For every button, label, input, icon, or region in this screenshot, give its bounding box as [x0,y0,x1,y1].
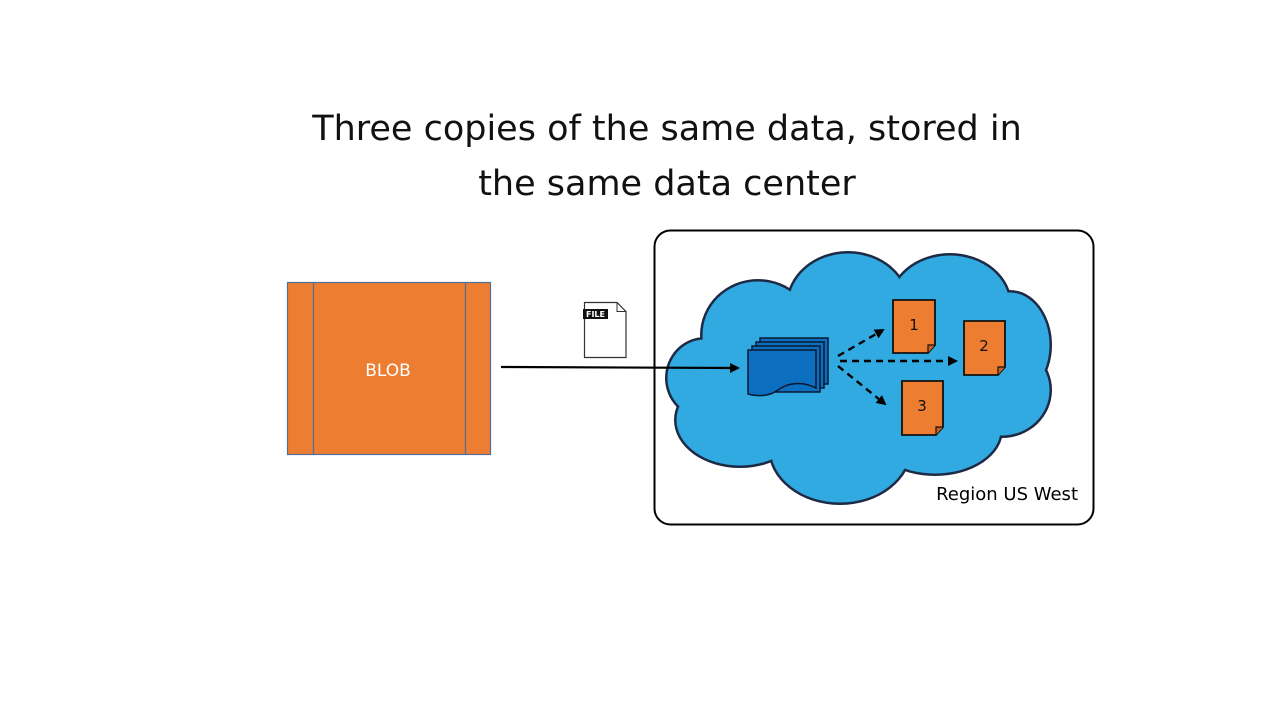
replica-arrow-1 [837,328,885,358]
replica-label-3: 3 [917,397,927,415]
replica-document-1: 1 [892,299,936,354]
replica-document-2: 2 [963,320,1006,376]
blob-label: BLOB [365,361,411,381]
upload-arrow [500,362,740,373]
replica-document-3: 3 [901,380,944,436]
blob-block: BLOB [286,281,492,456]
file-icon-label: FILE [586,310,605,319]
slide-title-line-2: the same data center [478,164,856,204]
replica-label-2: 2 [979,337,989,355]
replica-label-1: 1 [909,316,919,334]
file-icon: FILE [583,301,627,359]
source-document-stack-icon [747,337,829,397]
region-label: Region US West [936,484,1078,505]
replica-arrow-3 [837,365,887,406]
slide-title-line-1: Three copies of the same data, stored in [312,109,1022,149]
blob-rect [286,281,492,456]
